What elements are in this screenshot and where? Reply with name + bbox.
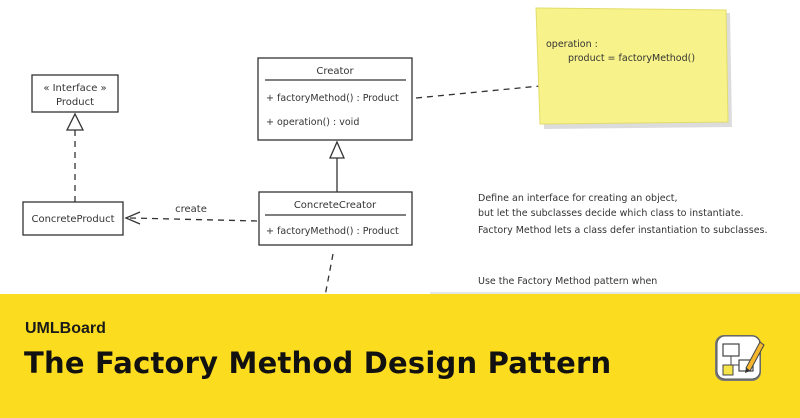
interface-stereotype: « Interface »	[43, 83, 106, 94]
concrete-creator-op-factory-method: + factoryMethod() : Product	[266, 226, 399, 237]
description-line-3: Factory Method lets a class defer instan…	[478, 225, 768, 236]
note-link	[415, 85, 541, 99]
description-line-2: but let the subclasses decide which clas…	[478, 208, 743, 219]
concrete-product-box[interactable]: ConcreteProduct	[22, 201, 124, 236]
concrete-creator-box[interactable]: ConcreteCreator + factoryMethod() : Prod…	[258, 191, 413, 246]
creator-box[interactable]: Creator + factoryMethod() : Product + op…	[257, 57, 413, 141]
create-dependency-line	[129, 217, 259, 222]
usage-line: Use the Factory Method pattern when	[478, 276, 657, 287]
brand-name: UMLBoard	[25, 320, 106, 337]
umlboard-app-icon[interactable]	[712, 332, 768, 386]
description-line-1: Define an interface for creating an obje…	[478, 193, 678, 204]
create-arrowhead	[124, 211, 141, 225]
create-label: create	[175, 204, 207, 215]
interface-product-box[interactable]: « Interface » Product	[31, 74, 119, 113]
realization-arrowhead	[65, 112, 85, 131]
concrete-product-name: ConcreteProduct	[31, 214, 114, 225]
creator-name: Creator	[316, 66, 354, 77]
sticky-note-line2: product = factoryMethod()	[568, 53, 695, 64]
page-title: The Factory Method Design Pattern	[24, 346, 612, 380]
concrete-creator-name: ConcreteCreator	[294, 200, 377, 211]
title-banner: UMLBoard The Factory Method Design Patte…	[0, 294, 800, 418]
creator-op-factory-method: + factoryMethod() : Product	[266, 93, 399, 104]
sticky-note-line1: operation :	[546, 39, 598, 50]
interface-name: Product	[56, 97, 94, 108]
generalization-arrowhead	[329, 140, 345, 159]
creator-op-operation: + operation() : void	[266, 117, 359, 128]
note-link-lower	[324, 253, 334, 297]
sticky-note[interactable]: operation : product = factoryMethod()	[535, 7, 732, 129]
